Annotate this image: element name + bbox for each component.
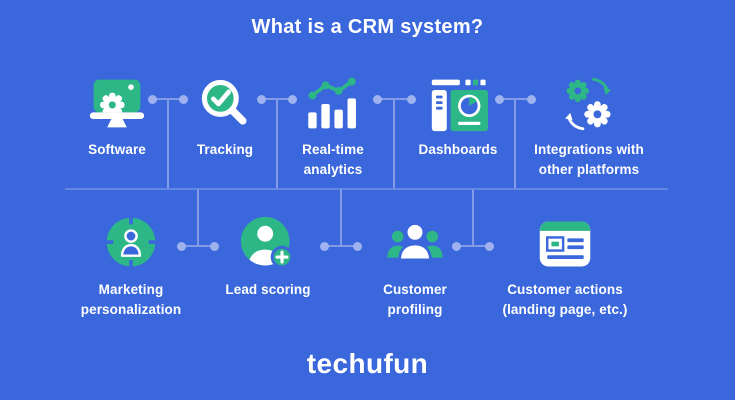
gears-sync-icon	[565, 77, 611, 131]
item-label: Customer profiling	[383, 282, 447, 317]
people-group-icon	[387, 222, 443, 262]
connector-line	[320, 241, 362, 251]
connector-line	[393, 99, 395, 189]
item-label: Lead scoring	[225, 282, 311, 297]
bar-chart-trend-icon	[307, 77, 356, 129]
connector-line	[276, 99, 278, 189]
item-integrations: Integrations with other platforms	[522, 74, 656, 180]
item-tracking: Tracking	[179, 74, 271, 160]
item-label: Real-time analytics	[302, 142, 364, 177]
page-title: What is a CRM system?	[251, 16, 484, 38]
item-realtime-analytics: Real-time analytics	[286, 74, 381, 180]
item-dashboards: Dashboards	[403, 74, 513, 160]
connector-line	[514, 99, 516, 189]
item-software: Software	[71, 74, 163, 160]
item-marketing-personalization: Marketing personalization	[72, 214, 190, 320]
connector-line	[472, 189, 474, 246]
brand-logo: techufun	[306, 348, 429, 379]
connector-line	[340, 189, 342, 246]
browser-window-icon	[539, 221, 591, 267]
item-label: Marketing personalization	[80, 282, 182, 317]
item-label: Integrations with other platforms	[534, 142, 644, 177]
item-label: Tracking	[196, 142, 254, 157]
item-lead-scoring: Lead scoring	[213, 214, 323, 300]
item-customer-profiling: Customer profiling	[370, 214, 460, 320]
item-label: Software	[88, 142, 146, 157]
person-plus-icon	[240, 216, 294, 269]
item-label: Dashboards	[418, 142, 498, 157]
item-label: Customer actions (landing page, etc.)	[502, 282, 628, 317]
connector-line	[177, 241, 219, 251]
magnifier-check-icon	[201, 79, 247, 125]
item-customer-actions: Customer actions (landing page, etc.)	[489, 214, 641, 320]
connector-line	[452, 241, 494, 251]
dashboard-pie-icon	[431, 79, 488, 132]
software-monitor-gear-icon	[89, 79, 145, 128]
target-person-icon	[104, 215, 158, 269]
connector-baseline	[65, 188, 668, 190]
connector-line	[197, 189, 199, 246]
connector-line	[167, 99, 169, 189]
